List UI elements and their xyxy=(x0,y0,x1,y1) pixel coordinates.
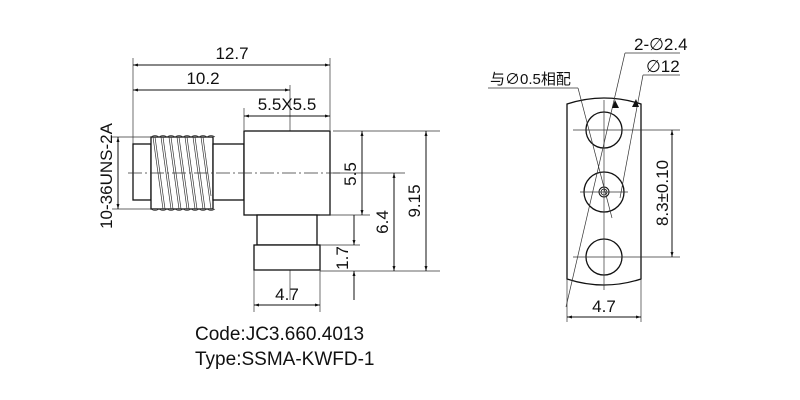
caption-type: Type:SSMA-KWFD-1 xyxy=(195,349,374,370)
dim-radius: ∅12 xyxy=(646,57,680,76)
caption-code: Code:JC3.660.4013 xyxy=(195,324,364,345)
side-view xyxy=(112,58,440,312)
note-pin: 与∅0.5相配 xyxy=(490,71,571,88)
dim-hole-spacing: 8.3±0.10 xyxy=(653,160,672,226)
dim-body-square: 5.5X5.5 xyxy=(258,95,317,114)
dim-flange-width: 4.7 xyxy=(275,285,299,304)
dim-overall-length: 12.7 xyxy=(215,44,248,63)
dim-flange-height: 1.7 xyxy=(333,246,352,270)
dim-plate-width: 4.7 xyxy=(592,297,616,316)
dim-overall-height: 9.15 xyxy=(405,184,424,217)
dim-body-height: 5.5 xyxy=(341,162,360,186)
dim-thread-to-axis: 10.2 xyxy=(186,69,219,88)
flange-view xyxy=(488,52,680,322)
dim-holes: 2-∅2.4 xyxy=(634,35,688,54)
dim-axis-to-bottom: 6.4 xyxy=(373,210,392,234)
dim-thread-spec: 10-36UNS-2A xyxy=(97,122,116,228)
